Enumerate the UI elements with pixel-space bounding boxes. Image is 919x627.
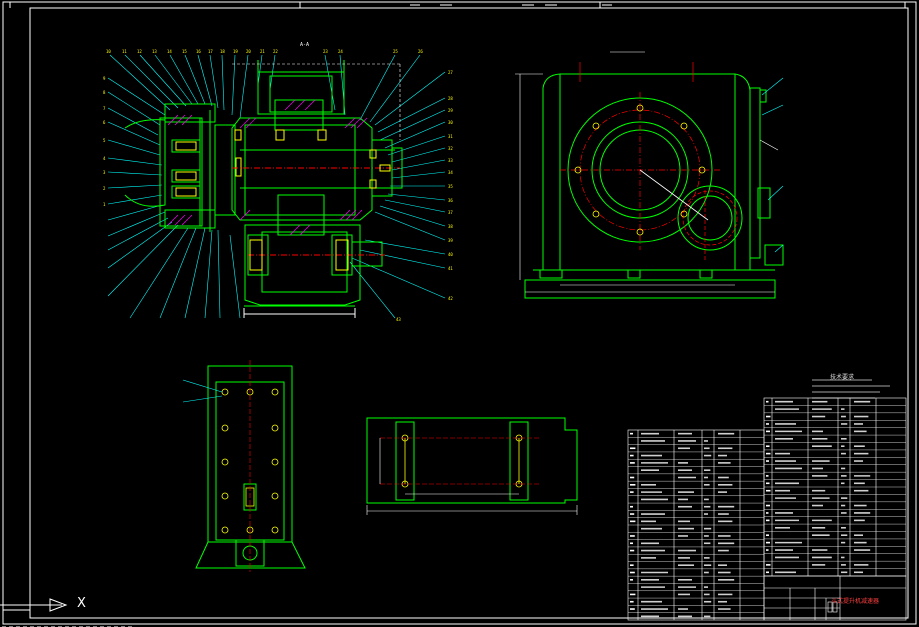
svg-text:28: 28 (448, 96, 453, 101)
technical-notes (812, 379, 890, 399)
svg-text:7: 7 (103, 106, 106, 111)
svg-text:14: 14 (167, 49, 172, 54)
svg-text:8: 8 (103, 90, 106, 95)
parts-list-right-rows (764, 405, 906, 569)
svg-text:5: 5 (103, 138, 106, 143)
base-plate-center (380, 437, 540, 485)
title-block (763, 575, 907, 621)
svg-text:10: 10 (106, 49, 111, 54)
svg-text:11: 11 (122, 49, 127, 54)
tech-requirements-title: 技术要求 (829, 374, 854, 381)
parts-list-left-rows (628, 437, 764, 613)
base-plate-outline (366, 417, 578, 504)
left-housing-hatch (167, 114, 193, 226)
svg-text:22: 22 (273, 49, 278, 54)
svg-text:40: 40 (448, 252, 453, 257)
cover-view-outline (195, 365, 306, 569)
svg-text:36: 36 (448, 198, 453, 203)
base-plate-holes (401, 434, 523, 488)
parts-list-right-entries (766, 400, 871, 574)
svg-text:31: 31 (448, 134, 453, 139)
svg-text:32: 32 (448, 146, 453, 151)
ucs-axis-label: X (77, 596, 86, 611)
section-cut-line (232, 63, 401, 140)
svg-text:30: 30 (448, 120, 453, 125)
side-view-radius-line (639, 169, 709, 221)
case-yellow-parts (249, 129, 391, 271)
cover-view (182, 360, 306, 572)
side-view-dims (515, 51, 779, 293)
base-plate-view (366, 417, 578, 515)
svg-text:42: 42 (448, 296, 453, 301)
svg-text:29: 29 (448, 108, 453, 113)
svg-text:4: 4 (103, 156, 106, 161)
section-label: A-A (300, 42, 309, 48)
svg-text:35: 35 (448, 184, 453, 189)
left-bearing-yellow (175, 129, 242, 197)
case-hatch (239, 99, 368, 236)
side-view-red-lines (560, 62, 738, 260)
svg-text:41: 41 (448, 266, 453, 271)
svg-text:15: 15 (182, 49, 187, 54)
ucs-icon (0, 598, 135, 627)
svg-text:21: 21 (260, 49, 265, 54)
svg-text:37: 37 (448, 210, 453, 215)
parts-list-left-entries (630, 432, 735, 618)
left-bearing-housing (124, 103, 236, 232)
svg-text:1: 1 (103, 202, 106, 207)
title-block-name: 斗式提升机减速器 (830, 598, 879, 605)
svg-text:13: 13 (152, 49, 157, 54)
svg-text:16: 16 (196, 49, 201, 54)
side-view (515, 51, 784, 299)
svg-text:23: 23 (323, 49, 328, 54)
svg-text:19: 19 (233, 49, 238, 54)
side-view-leaders (761, 77, 784, 253)
svg-text:18: 18 (220, 49, 225, 54)
svg-text:38: 38 (448, 224, 453, 229)
frame-corner-marks (3, 2, 906, 611)
svg-text:3: 3 (103, 170, 106, 175)
side-view-outline (524, 73, 784, 299)
svg-text:43: 43 (396, 317, 401, 322)
svg-text:2: 2 (103, 186, 106, 191)
leader-lines-left (107, 54, 446, 319)
svg-text:17: 17 (208, 49, 213, 54)
svg-text:34: 34 (448, 170, 453, 175)
svg-text:27: 27 (448, 70, 453, 75)
svg-text:24: 24 (338, 49, 343, 54)
svg-text:25: 25 (393, 49, 398, 54)
gearbox-case-section (231, 60, 403, 318)
svg-text:26: 26 (418, 49, 423, 54)
svg-text:9: 9 (103, 76, 106, 81)
side-view-bolts (574, 104, 706, 236)
svg-text:39: 39 (448, 238, 453, 243)
svg-text:20: 20 (246, 49, 251, 54)
svg-text:6: 6 (103, 120, 106, 125)
svg-text:33: 33 (448, 158, 453, 163)
base-plate-dims (366, 438, 578, 515)
svg-text:12: 12 (137, 49, 142, 54)
cover-view-leaders (182, 379, 223, 403)
